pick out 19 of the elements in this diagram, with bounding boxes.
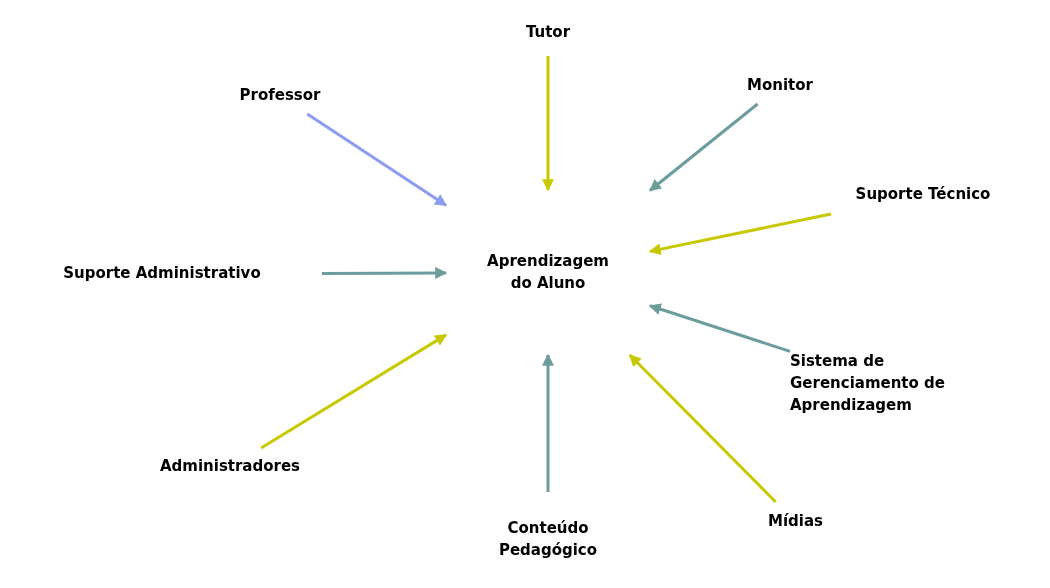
node-label: Aprendizagem do Aluno	[486, 250, 610, 294]
node-label: Administradores	[159, 456, 301, 478]
arrow	[306, 112, 447, 207]
arrow	[649, 102, 759, 192]
node-label: Suporte Técnico	[855, 184, 991, 206]
arrow	[542, 56, 554, 192]
node-label: Professor	[239, 85, 321, 107]
node-label: Suporte Administrativo	[63, 263, 261, 285]
node-label: Mídias	[768, 511, 823, 533]
node-label: Tutor	[525, 22, 571, 44]
arrow	[648, 212, 832, 256]
arrow	[628, 353, 777, 504]
node-label: Conteúdo Pedagógico	[497, 518, 599, 561]
node-label: Monitor	[747, 75, 813, 97]
arrow	[648, 303, 791, 353]
node-label: Sistema de Gerenciamento de Aprendizagem	[790, 351, 946, 416]
arrow	[260, 333, 447, 450]
arrow	[542, 353, 554, 492]
arrow	[322, 266, 448, 279]
